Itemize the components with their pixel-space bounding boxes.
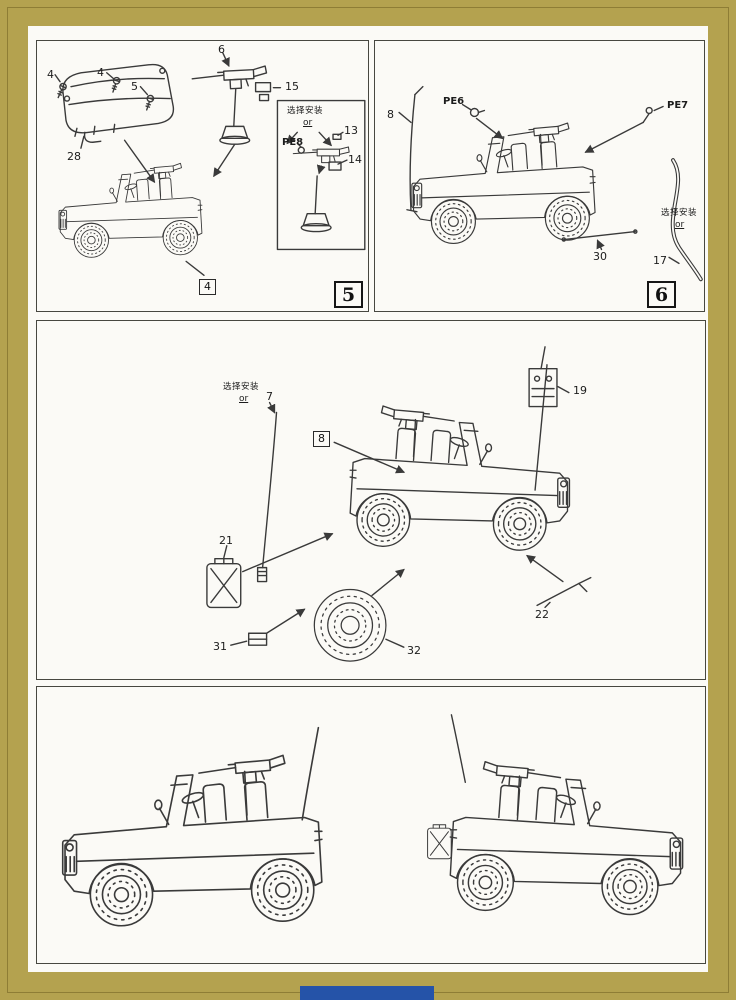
part-label-28: 28 [67, 150, 81, 163]
part-label-pe8: PE8 [282, 137, 304, 148]
optional-install-label: 选择安装 [661, 208, 698, 218]
step5-artwork [54, 52, 366, 276]
optional-or-label: or [303, 118, 313, 128]
part-label-13: 13 [344, 124, 358, 137]
rod-30-drawing [561, 229, 638, 242]
screw-icon [142, 93, 156, 112]
inset-box [276, 99, 366, 251]
assembly-callout-4: 4 [199, 279, 216, 295]
assembly-callout-8: 8 [313, 431, 330, 447]
tube-17-drawing [670, 158, 703, 282]
step6-artwork [398, 85, 703, 282]
part-label-32: 32 [407, 644, 421, 657]
part-label-6: 6 [218, 43, 225, 56]
antenna-rod-drawing [406, 85, 424, 213]
step7-artwork [206, 346, 592, 662]
optional-install-label: 选择安装 [287, 106, 324, 116]
part-label-5: 5 [131, 80, 138, 93]
inset-gun-drawing [292, 146, 350, 164]
jerry-can-drawing [206, 557, 242, 609]
spare-tire-drawing [313, 588, 387, 662]
panel-step-6: 8 PE6 PE7 30 选择安装 or 17 6 [374, 40, 705, 312]
pe7-eyelet-drawing [642, 106, 653, 124]
part-label-4a: 4 [47, 68, 54, 81]
footer-blue-bar [300, 986, 434, 1000]
part-label-8: 8 [387, 108, 394, 121]
whip-antenna-drawing [256, 411, 278, 583]
part-label-pe7: PE7 [667, 100, 689, 111]
panel-step-5: 4 4 5 6 15 28 选择安装 or PE8 13 14 4 5 [36, 40, 369, 312]
paper-sheet: 4 4 5 6 15 28 选择安装 or PE8 13 14 4 5 [28, 26, 708, 972]
part-label-7: 7 [266, 390, 273, 403]
panel-step-7: 选择安装 or 7 8 19 21 22 31 32 [36, 320, 706, 680]
part-label-19: 19 [573, 384, 587, 397]
part-label-22: 22 [535, 608, 549, 621]
part-label-pe6: PE6 [443, 96, 465, 107]
finished-jeep-right-drawing [450, 762, 682, 915]
optional-or-label: or [675, 220, 685, 230]
optional-or-label: or [239, 394, 249, 404]
part-label-30: 30 [593, 250, 607, 263]
part-label-15: 15 [285, 80, 299, 93]
inset-pedestal-drawing [300, 175, 332, 233]
jerry-can-mounted-drawing [427, 824, 452, 860]
jeep-drawing [412, 123, 595, 243]
part-label-31: 31 [213, 640, 227, 653]
radio-drawing [528, 346, 558, 491]
pe6-ring-drawing [469, 107, 486, 118]
canvas-top-drawing [62, 63, 175, 143]
tool-drawing [536, 576, 592, 607]
bracket-15-drawing [254, 81, 272, 102]
bracket-31-drawing [247, 632, 268, 646]
finished-views-artwork [37, 714, 705, 963]
part-label-21: 21 [219, 534, 233, 547]
panel-finished-views [36, 686, 706, 964]
optional-install-label: 选择安装 [223, 382, 260, 392]
part-label-14: 14 [348, 153, 362, 166]
machine-gun-drawing [191, 65, 268, 145]
part-label-17: 17 [653, 254, 667, 267]
part-label-4b: 4 [97, 66, 104, 79]
antenna-line [450, 714, 467, 784]
screw-icon [109, 76, 122, 94]
step-number-5: 5 [334, 281, 363, 308]
finished-jeep-left-drawing [63, 728, 322, 926]
jeep-drawing [59, 163, 202, 257]
step-number-6: 6 [647, 281, 676, 308]
